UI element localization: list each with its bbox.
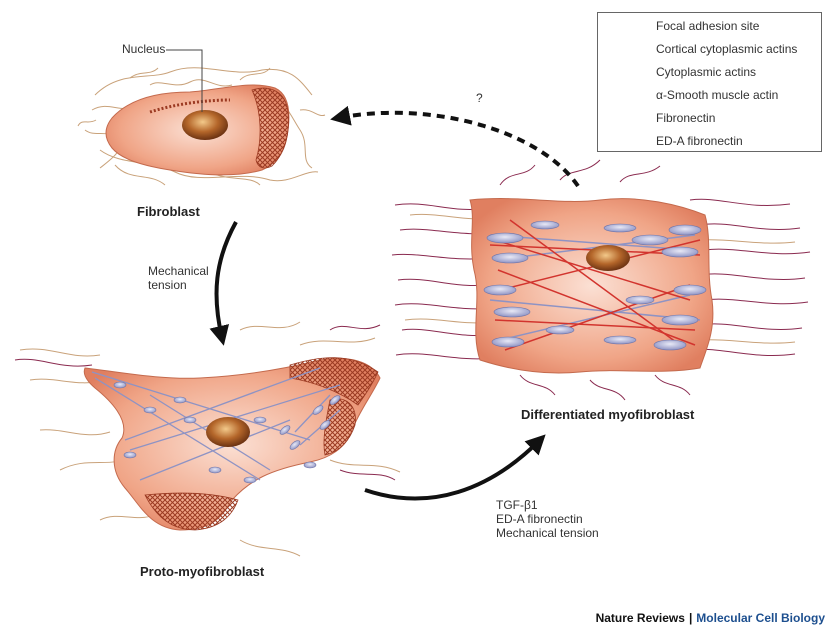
differentiated-myofibroblast-cell [392,160,810,400]
transition-line: Mechanical [148,264,209,278]
fibroblast-nucleus [182,110,228,140]
transition-line: ED-A fibronectin [496,512,599,526]
question-mark-label: ? [476,91,483,105]
legend-item: Cortical cytoplasmic actins [598,39,821,59]
differentiated-myofibroblast-label: Differentiated myofibroblast [521,407,694,422]
journal-credit: Nature Reviews | Molecular Cell Biology [596,611,825,625]
arrow-fibroblast-to-proto [216,222,236,338]
nucleus-label: Nucleus [122,42,165,56]
legend-item: Cytoplasmic actins [598,62,821,82]
proto-myofibroblast-nucleus [206,417,250,447]
legend-box: Focal adhesion site Cortical cytoplasmic… [597,12,822,152]
legend-label: Fibronectin [656,111,715,125]
legend-label: Focal adhesion site [656,19,759,33]
cortical-actin-region-proto-right [324,399,355,455]
legend-label: ED-A fibronectin [656,134,743,148]
legend-label: Cytoplasmic actins [656,65,756,79]
arrow-differentiated-to-fibroblast-dashed [338,113,578,186]
credit-separator: | [689,611,692,625]
transition-line: tension [148,278,209,292]
legend-item: Fibronectin [598,108,821,128]
transition-line: TGF-β1 [496,498,599,512]
fibroblast-label: Fibroblast [137,204,200,219]
legend-item: Focal adhesion site [598,16,821,36]
proto-myofibroblast-cell [15,322,400,556]
differentiated-myofibroblast-nucleus [586,245,630,271]
arrow-proto-to-differentiated [365,440,540,499]
legend-label: α-Smooth muscle actin [656,88,778,102]
transition-label-fib-to-proto: Mechanical tension [148,264,209,292]
legend-item: ED-A fibronectin [598,131,821,151]
legend-label: Cortical cytoplasmic actins [656,42,797,56]
publisher-name: Nature Reviews [596,611,685,625]
journal-name: Molecular Cell Biology [696,611,825,625]
transition-label-proto-to-diff: TGF-β1 ED-A fibronectin Mechanical tensi… [496,498,599,540]
transition-line: Mechanical tension [496,526,599,540]
proto-myofibroblast-label: Proto-myofibroblast [140,564,264,579]
legend-item: α-Smooth muscle actin [598,85,821,105]
